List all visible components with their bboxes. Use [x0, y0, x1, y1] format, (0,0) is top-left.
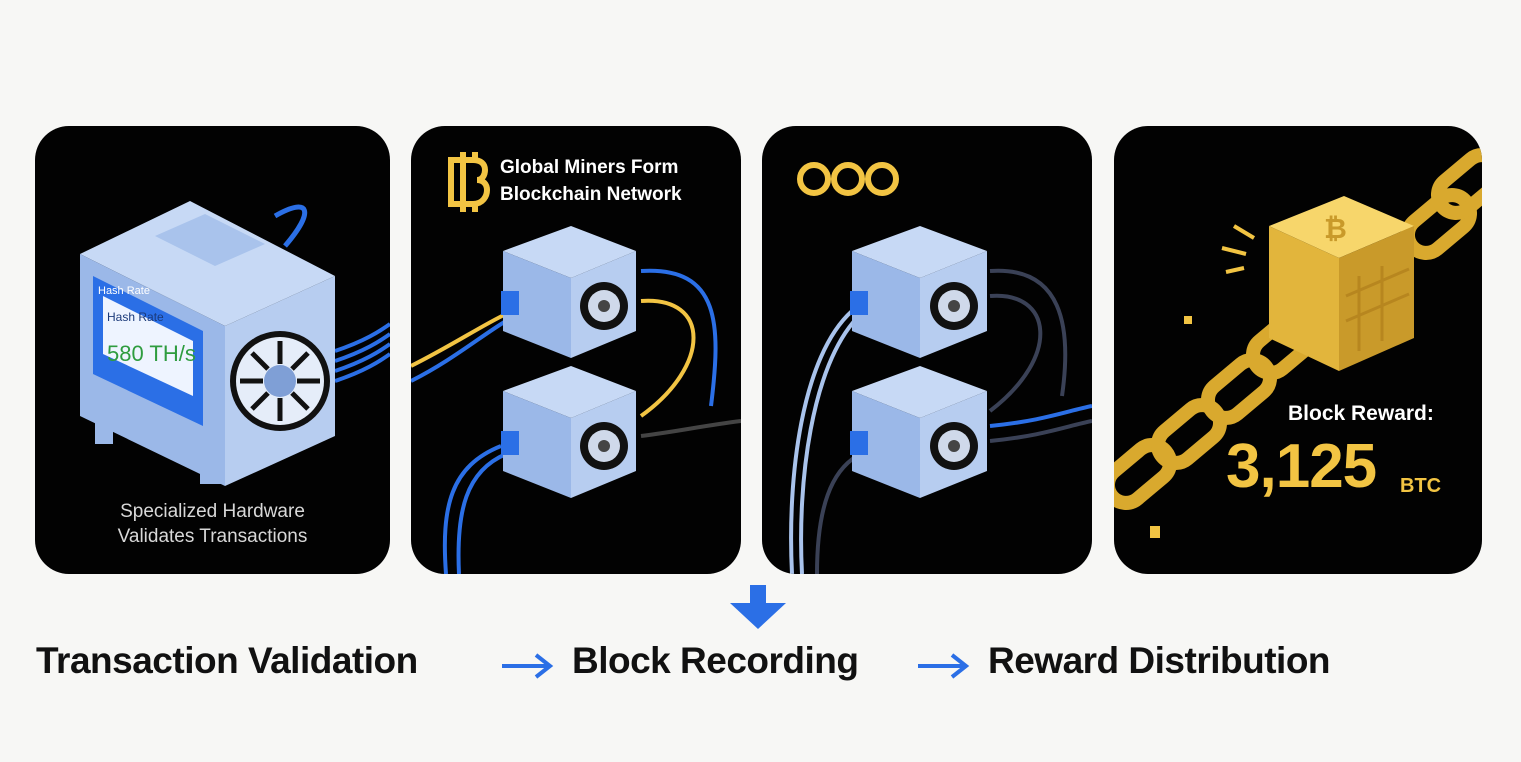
- bitcoin-logo-icon: [448, 152, 491, 212]
- hardware-caption: Specialized Hardware Validates Transacti…: [35, 499, 390, 549]
- right-arrow-icon: [502, 653, 554, 679]
- chain-links-icon: [797, 162, 899, 196]
- screen-label-top: Hash Rate: [98, 285, 150, 297]
- miner-node-d: [850, 366, 987, 498]
- reward-panel: ₿ Block Reward: 3,125 BTC: [1114, 126, 1482, 574]
- hash-rate-value: 580 TH/s: [107, 341, 196, 366]
- gold-block-chain-illustration: ₿: [1114, 148, 1482, 538]
- hardware-panel: Hash Rate Hash Rate 580 TH/s Specialized…: [35, 126, 390, 574]
- hardware-caption-line-2: Validates Transactions: [117, 526, 308, 547]
- block-reward-label: Block Reward:: [1288, 402, 1434, 425]
- hardware-caption-line-1: Specialized Hardware: [120, 501, 305, 522]
- chain-links-panel: [762, 126, 1092, 574]
- screen-label-inner: Hash Rate: [107, 310, 164, 324]
- bitcoin-symbol-icon: ₿: [1324, 213, 1347, 244]
- block-reward-value: 3,125: [1226, 432, 1377, 501]
- mining-rig-illustration: Hash Rate Hash Rate 580 TH/s: [80, 201, 390, 486]
- network-illustration: [411, 152, 741, 574]
- flow-step-reward-distribution: Reward Distribution: [988, 640, 1331, 681]
- down-arrow-icon: [730, 585, 786, 629]
- miner-node-c: [850, 226, 987, 358]
- network-title-line-1: Global Miners Form: [500, 157, 679, 178]
- right-arrow-icon: [918, 653, 970, 679]
- network-panel: Global Miners Form Blockchain Network: [411, 126, 741, 574]
- connected-miners-illustration: [789, 162, 1092, 574]
- network-title: Global Miners Form Blockchain Network: [500, 154, 682, 208]
- process-flow: Transaction Validation Block Recording R…: [0, 640, 1521, 692]
- block-reward-unit: BTC: [1400, 475, 1442, 497]
- flow-step-transaction-validation: Transaction Validation: [36, 640, 418, 681]
- network-title-line-2: Blockchain Network: [500, 184, 682, 205]
- flow-step-block-recording: Block Recording: [572, 640, 859, 681]
- miner-node-a: [501, 226, 636, 358]
- miner-node-b: [501, 366, 636, 498]
- gold-block: ₿: [1269, 196, 1414, 371]
